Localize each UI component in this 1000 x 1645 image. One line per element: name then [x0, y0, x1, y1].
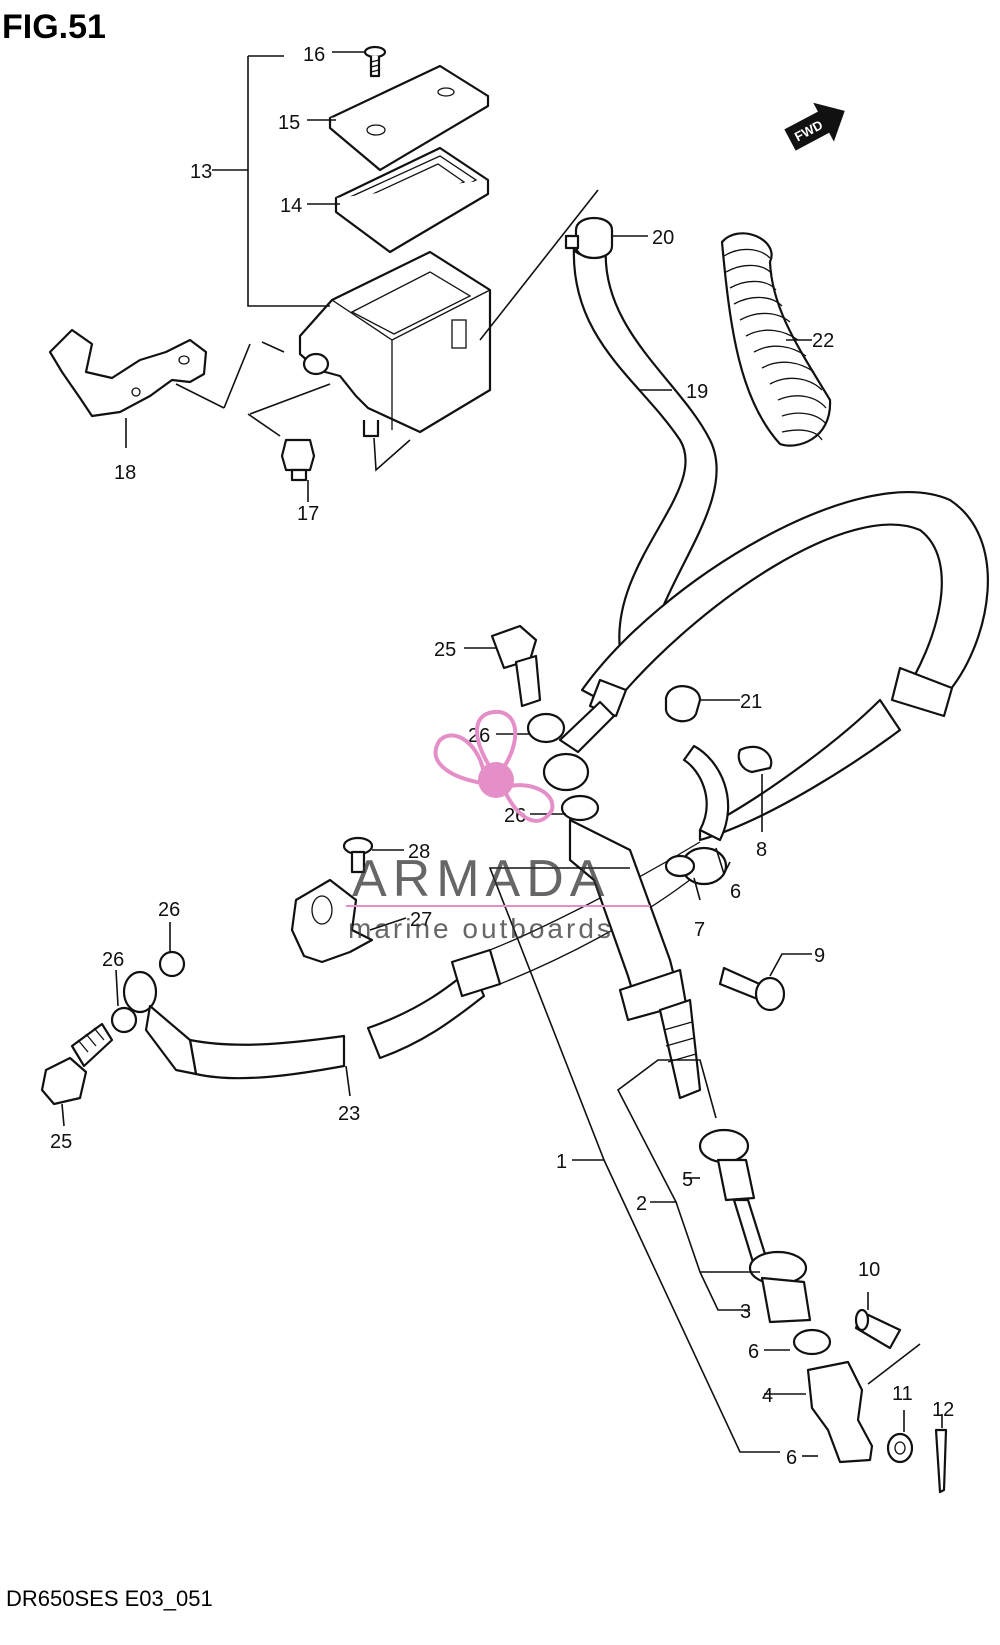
callout-4: 4 [762, 1385, 773, 1407]
callout-8: 7 [694, 919, 705, 941]
union-bolt-25-upper-icon [490, 624, 542, 708]
callout-3: 3 [740, 1301, 751, 1323]
leader-lines [61, 51, 943, 1457]
callout-22: 21 [740, 691, 762, 713]
callout-17: 16 [303, 44, 325, 66]
figure-code: DR650SES E03_051 [6, 1586, 213, 1611]
callout-1: 1 [556, 1151, 567, 1173]
washer-26-lower-icon [560, 794, 600, 822]
boot-3-icon [748, 1250, 812, 1324]
washer-26-left-a-icon [158, 950, 186, 978]
callout-14: 13 [190, 161, 212, 183]
washer-26-upper-icon [526, 712, 566, 744]
callout-10: 9 [814, 945, 825, 967]
callout-26-left-a: 26 [158, 899, 180, 921]
callout-5: 5 [682, 1169, 693, 1191]
callout-27: 27 [410, 909, 432, 931]
banjo-lower-icon [122, 970, 198, 1076]
bracket-19-icon [48, 328, 285, 418]
reservoir-assembly [48, 45, 599, 482]
callout-18: 17 [297, 503, 319, 525]
washer-26-left-b-icon [110, 1006, 138, 1034]
callout-15: 14 [280, 195, 302, 217]
ring-8-icon [664, 854, 696, 878]
nut-6-icon [792, 1328, 832, 1356]
propeller-logo-icon [433, 709, 555, 823]
callout-24: 23 [338, 1103, 360, 1125]
washer-12-icon [886, 1432, 914, 1464]
watermark: ARMADA marine outboards [346, 709, 650, 944]
bolt-18-icon [247, 383, 331, 482]
banjo-fitting-icon [542, 700, 616, 792]
reservoir-cap-16-icon [328, 64, 490, 172]
bolt-10-icon [718, 966, 786, 1012]
watermark-tagline: marine outboards [348, 913, 614, 944]
hose-24-icon [188, 841, 701, 1080]
cotter-pin-13-icon [934, 1428, 948, 1494]
callout-13: 12 [932, 1399, 954, 1421]
clip-9-icon [737, 745, 773, 774]
clamp-22-icon [664, 685, 702, 723]
callout-16: 15 [278, 112, 300, 134]
fwd-arrow-icon: FWD [784, 102, 845, 151]
callout-7: 6 [730, 881, 741, 903]
callout-19: 18 [114, 462, 136, 484]
clevis-4-icon [806, 1360, 874, 1464]
callout-11: 10 [858, 1259, 880, 1281]
callout-26-left-b: 26 [102, 949, 124, 971]
diaphragm-15-icon [334, 146, 490, 254]
callout-28: 28 [408, 841, 430, 863]
callout-6-upper: 6 [748, 1341, 759, 1363]
callout-23: 22 [812, 330, 834, 352]
reservoir-body-icon [298, 189, 599, 472]
callout-25-upper: 25 [434, 639, 456, 661]
fitting-7-icon [680, 744, 730, 886]
callout-26-mid: 26 [504, 805, 526, 827]
union-bolt-25-lower-icon [40, 1022, 114, 1106]
callout-20: 19 [686, 381, 708, 403]
figure-title: FIG.51 [2, 8, 106, 46]
watermark-brand: ARMADA [352, 850, 610, 908]
screw-17-icon [363, 45, 387, 78]
brake-hose-icon [580, 491, 989, 842]
breather-hose-23-icon [720, 232, 832, 447]
piston-5-icon [698, 1128, 772, 1274]
callout-12: 11 [892, 1383, 913, 1405]
callout-25-lower: 25 [50, 1131, 72, 1153]
callout-21: 20 [652, 227, 674, 249]
bracket-27-icon [290, 878, 374, 964]
callout-2: 2 [636, 1193, 647, 1215]
pin-11-icon [854, 1308, 902, 1350]
hose-clamp-21-icon [564, 217, 614, 259]
screw-28-icon [342, 836, 374, 874]
callout-6-lower: 6 [786, 1447, 797, 1469]
master-cylinder-icon [568, 818, 702, 1100]
callout-9: 8 [756, 839, 767, 861]
